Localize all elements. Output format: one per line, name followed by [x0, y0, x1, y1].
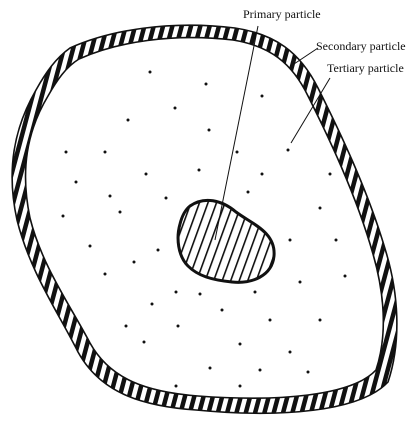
tertiary-particle-dot: [259, 369, 262, 372]
tertiary-particle-dot: [344, 275, 347, 278]
tertiary-particle-dot: [261, 95, 264, 98]
primary-particle-label: Primary particle: [243, 7, 321, 21]
tertiary-particle-dot: [165, 197, 168, 200]
tertiary-particle-dot: [149, 71, 152, 74]
tertiary-particle-dot: [143, 341, 146, 344]
tertiary-particle-dot: [175, 291, 178, 294]
tertiary-particle-dot: [145, 173, 148, 176]
tertiary-particle-dot: [269, 319, 272, 322]
tertiary-particle-dot: [236, 151, 239, 154]
tertiary-particle-dot: [175, 385, 178, 388]
tertiary-particle-dot: [119, 211, 122, 214]
tertiary-particle-dot: [289, 351, 292, 354]
tertiary-particle-dot: [239, 385, 242, 388]
tertiary-particle-dot: [335, 239, 338, 242]
tertiary-particle-dot: [239, 343, 242, 346]
tertiary-particle-dot: [133, 261, 136, 264]
tertiary-particle-dot: [247, 191, 250, 194]
tertiary-particle-dot: [157, 249, 160, 252]
tertiary-particle-dot: [62, 215, 65, 218]
tertiary-particle-dot: [205, 83, 208, 86]
tertiary-particle-dot: [289, 239, 292, 242]
secondary-particle-label: Secondary particle: [316, 39, 406, 53]
tertiary-particle-dot: [221, 309, 224, 312]
tertiary-particle-dot: [199, 293, 202, 296]
tertiary-particle-dot: [329, 173, 332, 176]
tertiary-particle-dot: [89, 245, 92, 248]
tertiary-particle-dot: [299, 281, 302, 284]
tertiary-particle-dot: [319, 207, 322, 210]
tertiary-particle-dot: [208, 129, 211, 132]
tertiary-particle-dot: [104, 273, 107, 276]
tertiary-particle-dot: [198, 169, 201, 172]
tertiary-particle-dot: [307, 371, 310, 374]
tertiary-particle-dot: [104, 151, 107, 154]
tertiary-particle-dot: [209, 367, 212, 370]
tertiary-particle-dot: [151, 303, 154, 306]
tertiary-particle-dot: [109, 195, 112, 198]
tertiary-particle-dot: [287, 149, 290, 152]
tertiary-particle-dot: [65, 151, 68, 154]
tertiary-particle-dot: [75, 181, 78, 184]
tertiary-particle-dot: [261, 173, 264, 176]
tertiary-particle-dot: [174, 107, 177, 110]
tertiary-particle-dot: [254, 291, 257, 294]
tertiary-particle-label: Tertiary particle: [327, 61, 404, 75]
tertiary-particle-dot: [125, 325, 128, 328]
tertiary-particle-dot: [319, 319, 322, 322]
tertiary-particle-dot: [177, 325, 180, 328]
tertiary-particle-dot: [127, 119, 130, 122]
